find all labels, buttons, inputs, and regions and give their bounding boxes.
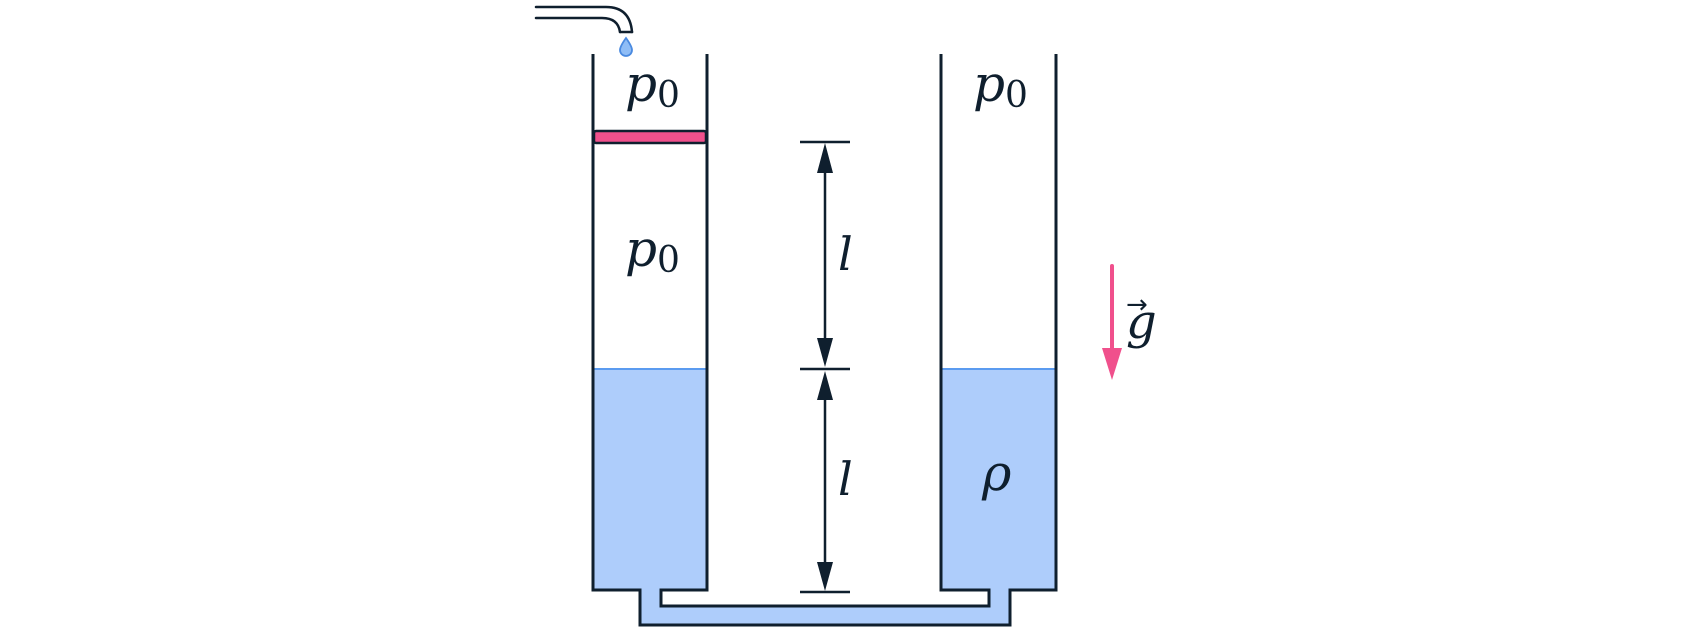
water-droplet-icon: [619, 36, 633, 57]
upper-length-label: l: [838, 227, 853, 281]
vessel-outline: [591, 54, 1058, 627]
left-tube-water: [593, 369, 707, 590]
density-label: ρ: [981, 444, 1012, 502]
right-tube-water: [941, 369, 1056, 590]
gravity-label: g: [1126, 294, 1157, 350]
left-top-pressure-label: p0: [625, 55, 680, 116]
connector-inner-gap: [661, 590, 989, 606]
piston: [592, 129, 708, 145]
gravity-vector-arrow: →: [1126, 290, 1148, 320]
left-mid-pressure-label: p0: [625, 220, 680, 281]
lower-length-label: l: [838, 452, 853, 506]
gravity-arrow-icon: [1102, 264, 1122, 380]
right-top-pressure-label: p0: [973, 55, 1028, 116]
faucet-icon: [534, 5, 634, 34]
dimension-marker: [800, 140, 850, 594]
